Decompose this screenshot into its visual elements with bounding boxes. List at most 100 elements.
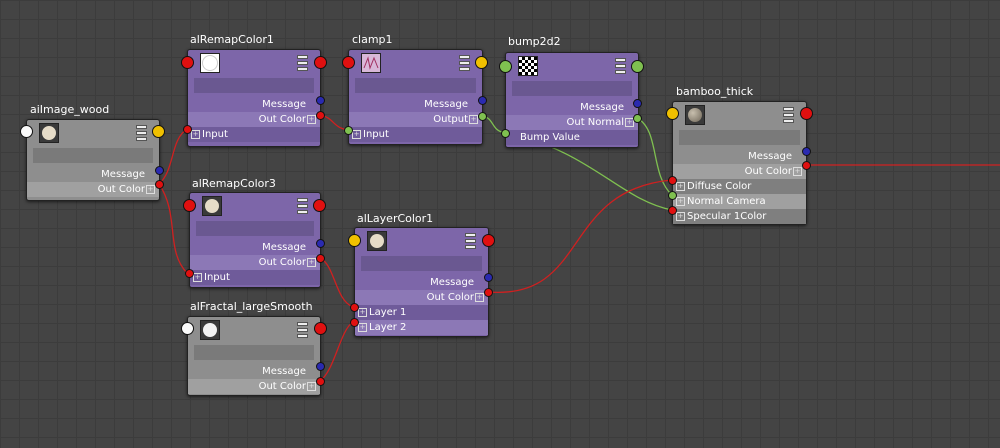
message-port[interactable] [484, 273, 493, 282]
output-port[interactable] [314, 322, 327, 335]
expand-plus-icon[interactable]: + [625, 118, 634, 127]
normal-camera-port[interactable] [668, 191, 677, 200]
node-alfractal-largesmooth[interactable]: Message Out Color+ [187, 316, 321, 396]
out-normal-port[interactable] [633, 114, 642, 123]
out-color-attr[interactable]: Out Color+ [673, 164, 806, 179]
message-attr: Message [262, 242, 306, 253]
specular-color-attr[interactable]: +Specular 1Color [673, 209, 806, 224]
input-port[interactable] [185, 269, 194, 278]
input-attr[interactable]: +Input [349, 127, 482, 142]
expand-plus-icon[interactable]: + [475, 293, 484, 302]
expand-plus-icon[interactable]: + [307, 258, 316, 267]
bump-value-port[interactable] [501, 129, 510, 138]
input-port[interactable] [342, 56, 355, 69]
output-port[interactable] [478, 112, 487, 121]
out-color-attr[interactable]: Out Color+ [27, 182, 159, 197]
output-port[interactable] [314, 56, 327, 69]
out-color-attr[interactable]: Out Color+ [190, 255, 320, 270]
menu-icon[interactable] [465, 233, 476, 249]
out-color-port[interactable] [484, 288, 493, 297]
node-bump2d2[interactable]: Message Out Normal+ Bump Value [505, 52, 639, 148]
diffuse-color-port[interactable] [668, 176, 677, 185]
input-port[interactable] [344, 126, 353, 135]
output-port[interactable] [152, 125, 165, 138]
expand-plus-icon[interactable]: + [358, 308, 367, 317]
menu-icon[interactable] [297, 322, 308, 338]
expand-plus-icon[interactable]: + [469, 115, 478, 124]
node-title: clamp1 [352, 33, 393, 46]
input-port[interactable] [181, 56, 194, 69]
output-port[interactable] [482, 234, 495, 247]
layer1-port[interactable] [350, 303, 359, 312]
input-port[interactable] [181, 322, 194, 335]
swatch-bar [361, 256, 482, 271]
layer1-attr[interactable]: +Layer 1 [355, 305, 488, 320]
message-attr: Message [262, 366, 306, 377]
input-port[interactable] [183, 125, 192, 134]
message-port[interactable] [155, 166, 164, 175]
expand-plus-icon[interactable]: + [193, 273, 202, 282]
output-port[interactable] [631, 60, 644, 73]
message-port[interactable] [478, 96, 487, 105]
input-port[interactable] [20, 125, 33, 138]
output-port[interactable] [800, 107, 813, 120]
expand-plus-icon[interactable]: + [146, 185, 155, 194]
input-port[interactable] [666, 107, 679, 120]
menu-icon[interactable] [297, 55, 308, 71]
expand-plus-icon[interactable]: + [676, 212, 685, 221]
message-attr: Message [748, 151, 792, 162]
expand-plus-icon[interactable]: + [352, 130, 361, 139]
layer2-attr[interactable]: +Layer 2 [355, 320, 488, 335]
out-color-port[interactable] [316, 254, 325, 263]
layer2-port[interactable] [350, 318, 359, 327]
output-port[interactable] [475, 56, 488, 69]
out-color-attr[interactable]: Out Color+ [188, 112, 320, 127]
node-clamp1[interactable]: Message Output+ +Input [348, 49, 483, 145]
bump-value-attr[interactable]: Bump Value [506, 130, 638, 145]
diffuse-color-attr[interactable]: +Diffuse Color [673, 179, 806, 194]
expand-plus-icon[interactable]: + [358, 323, 367, 332]
input-port[interactable] [183, 199, 196, 212]
message-port[interactable] [633, 99, 642, 108]
input-attr[interactable]: +Input [188, 127, 320, 142]
input-port[interactable] [348, 234, 361, 247]
expand-plus-icon[interactable]: + [676, 197, 685, 206]
message-port[interactable] [316, 96, 325, 105]
out-color-port[interactable] [316, 111, 325, 120]
message-port[interactable] [802, 147, 811, 156]
output-attr[interactable]: Output+ [349, 112, 482, 127]
menu-icon[interactable] [459, 55, 470, 71]
out-color-attr[interactable]: Out Color+ [355, 290, 488, 305]
specular-color-port[interactable] [668, 206, 677, 215]
swatch-bar [33, 148, 153, 163]
out-color-port[interactable] [316, 377, 325, 386]
node-allayercolor1[interactable]: Message Out Color+ +Layer 1 +Layer 2 [354, 227, 489, 337]
input-port[interactable] [499, 60, 512, 73]
node-title: alRemapColor3 [192, 177, 276, 190]
node-bamboo-thick[interactable]: Message Out Color+ +Diffuse Color +Norma… [672, 101, 807, 225]
output-port[interactable] [313, 199, 326, 212]
expand-plus-icon[interactable]: + [793, 167, 802, 176]
wire-remap3-layer [319, 257, 354, 308]
menu-icon[interactable] [783, 107, 794, 123]
message-port[interactable] [316, 362, 325, 371]
menu-icon[interactable] [615, 58, 626, 74]
expand-plus-icon[interactable]: + [191, 130, 200, 139]
input-attr[interactable]: +Input [190, 270, 320, 285]
expand-plus-icon[interactable]: + [307, 115, 316, 124]
normal-camera-attr[interactable]: +Normal Camera [673, 194, 806, 209]
menu-icon[interactable] [136, 125, 147, 141]
node-aiimage-wood[interactable]: Message Out Color+ [26, 119, 160, 201]
node-alremapcolor1[interactable]: Message Out Color+ +Input [187, 49, 321, 147]
out-color-port[interactable] [802, 161, 811, 170]
expand-plus-icon[interactable]: + [676, 182, 685, 191]
message-port[interactable] [316, 239, 325, 248]
expand-plus-icon[interactable]: + [307, 382, 316, 391]
node-alremapcolor3[interactable]: Message Out Color+ +Input [189, 192, 321, 288]
swatch-white-icon [200, 53, 220, 73]
out-normal-attr[interactable]: Out Normal+ [506, 115, 638, 130]
out-color-port[interactable] [155, 180, 164, 189]
menu-icon[interactable] [297, 198, 308, 214]
out-color-attr[interactable]: Out Color+ [188, 379, 320, 394]
message-attr: Message [580, 102, 624, 113]
